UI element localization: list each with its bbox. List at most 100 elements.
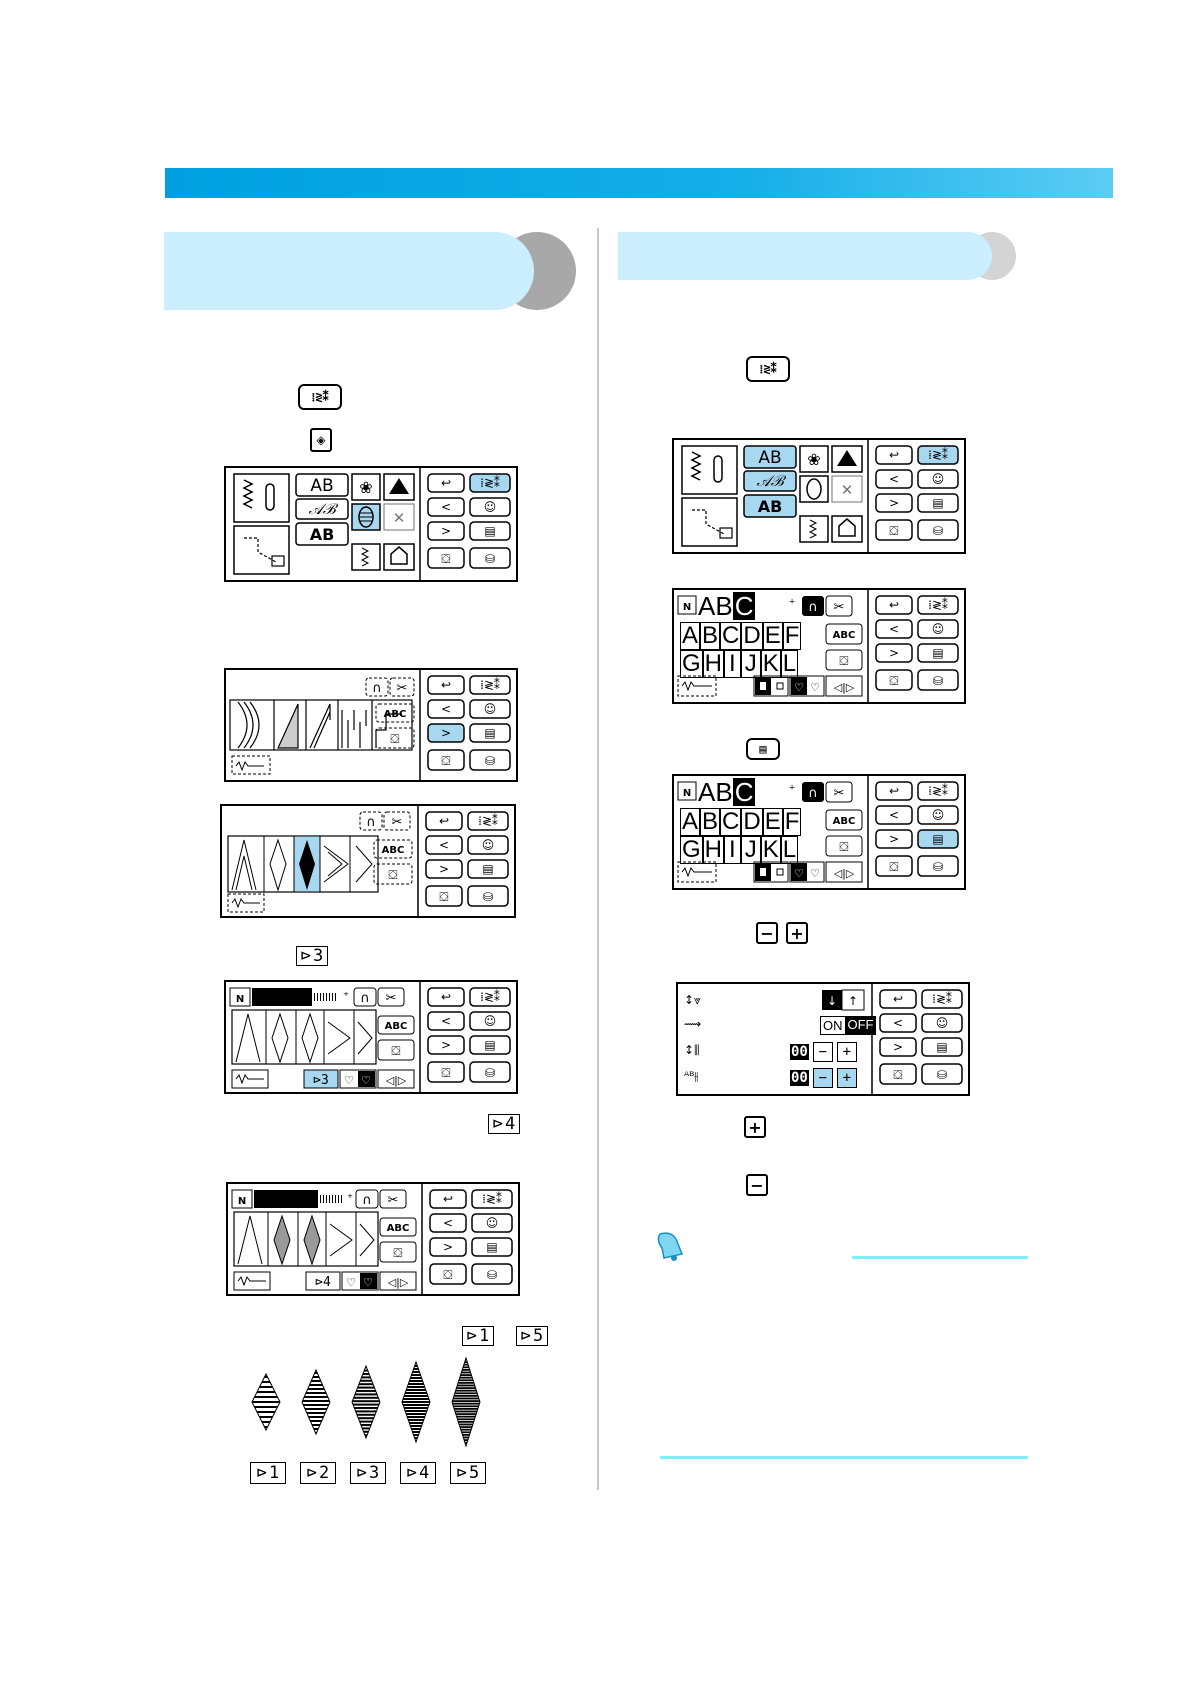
svg-text:↩: ↩ <box>889 448 899 462</box>
svg-text:♡: ♡ <box>810 867 820 880</box>
svg-text:AB: AB <box>310 525 335 544</box>
svg-text:☺: ☺ <box>936 1016 949 1030</box>
svg-text:⁺: ⁺ <box>347 1191 353 1205</box>
svg-text:✕: ✕ <box>841 481 854 499</box>
svg-text:∩: ∩ <box>808 786 818 801</box>
svg-text:⛋: ⛋ <box>441 1066 450 1080</box>
svg-text:↩: ↩ <box>439 814 449 828</box>
svg-text:⁞≷⁑: ⁞≷⁑ <box>480 677 500 692</box>
svg-text:⁞≷⁑: ⁞≷⁑ <box>482 1191 502 1206</box>
svg-text:♡: ♡ <box>363 1276 373 1289</box>
svg-text:<: < <box>441 1014 451 1028</box>
alpha2-r1-0: A <box>680 808 701 836</box>
svg-text:❀: ❀ <box>807 450 820 469</box>
density-seq-2: ⊳2 <box>300 1462 336 1484</box>
svg-text:✂: ✂ <box>388 1193 399 1208</box>
alpha-r1-5: F <box>782 622 802 650</box>
print-icon: ▤ <box>746 738 780 760</box>
svg-text:⛋: ⛋ <box>893 1068 902 1082</box>
svg-text:<: < <box>439 838 449 852</box>
minus-key-a: − <box>812 1042 833 1062</box>
alpha2-r1-2: C <box>720 808 742 836</box>
density-seq-1: ⊳1 <box>250 1462 286 1484</box>
svg-text:∩: ∩ <box>362 1193 372 1208</box>
lcd-settings: ↕⩔ ⟿ ↕⫼ ᴬᴮ⫲ ↓ ↑ ↩ ⁞≷⁑ < ☺ > ▤ ⛋ ⛁ ON OFF… <box>676 982 970 1096</box>
svg-text:↑: ↑ <box>848 994 858 1008</box>
svg-text:N: N <box>683 602 691 613</box>
svg-text:⁞≷⁑: ⁞≷⁑ <box>478 813 498 828</box>
svg-text:↩: ↩ <box>889 784 899 798</box>
svg-text:>: > <box>441 524 451 538</box>
pattern-selection-icon-right: ⁞≷⁑ <box>746 356 790 382</box>
lcd-satin-page1: ∩ ✂ ABC ⛋ ↩ ⁞≷⁑ < ☺ > ▤ ⛋ ⛁ <box>224 668 518 782</box>
svg-text:AB: AB <box>310 476 333 496</box>
alpha2-r2-0: G <box>680 836 703 864</box>
svg-text:>: > <box>889 496 899 510</box>
pattern-selection-icon: ⁞≷⁑ <box>298 384 342 410</box>
svg-text:⁞≷⁑: ⁞≷⁑ <box>928 597 948 612</box>
alpha-r1-2: C <box>720 622 742 650</box>
svg-text:N: N <box>236 994 244 1005</box>
svg-text:◁|▷: ◁|▷ <box>386 1074 407 1087</box>
svg-text:⛁: ⛁ <box>487 1268 497 1282</box>
alpha-top-b: B <box>715 591 733 621</box>
svg-text:⛁: ⛁ <box>485 1066 495 1080</box>
svg-text:✂: ✂ <box>392 815 403 830</box>
svg-text:<: < <box>441 500 451 514</box>
alpha-top-c: C <box>732 591 756 621</box>
svg-text:▤: ▤ <box>932 832 943 846</box>
alpha-r2-5: L <box>780 650 799 678</box>
density-3-icon: ⊳3 <box>296 946 328 966</box>
svg-text:✂: ✂ <box>834 600 845 615</box>
svg-text:☺: ☺ <box>932 472 945 486</box>
alpha-r2-3: J <box>740 650 761 678</box>
svg-text:⛋: ⛋ <box>439 890 448 904</box>
alpha-top-a: A <box>698 591 716 621</box>
minus-icon: − <box>756 922 778 944</box>
svg-text:𝒜ℬ: 𝒜ℬ <box>309 500 339 518</box>
svg-text:⛁: ⛁ <box>485 754 495 768</box>
svg-text:✕: ✕ <box>393 509 406 527</box>
svg-text:◁|▷: ◁|▷ <box>834 867 855 880</box>
svg-text:>: > <box>439 862 449 876</box>
svg-text:☺: ☺ <box>484 1014 497 1028</box>
svg-text:∩: ∩ <box>360 991 370 1006</box>
plus-icon-step: + <box>744 1116 766 1138</box>
lcd-category-alpha: AB 𝒜ℬ AB ❀ ✕ ↩ ⁞≷⁑ < ☺ > ▤ ⛋ ⛁ <box>672 438 966 554</box>
svg-text:☺: ☺ <box>932 622 945 636</box>
svg-text:⛋: ⛋ <box>889 860 898 874</box>
alpha2-r1-1: B <box>700 808 721 836</box>
value-a: 00 <box>790 1044 809 1060</box>
svg-text:>: > <box>443 1240 453 1254</box>
svg-text:⛋: ⛋ <box>441 754 450 768</box>
svg-text:⛁: ⛁ <box>933 674 943 688</box>
svg-text:♡: ♡ <box>794 867 804 880</box>
svg-text:ABC: ABC <box>833 630 856 641</box>
off-toggle: OFF <box>845 1016 876 1035</box>
svg-text:<: < <box>441 702 451 716</box>
svg-text:ABC: ABC <box>833 816 856 827</box>
svg-text:◁|▷: ◁|▷ <box>388 1276 409 1289</box>
svg-text:⁞≷⁑: ⁞≷⁑ <box>480 475 500 490</box>
svg-text:♡: ♡ <box>810 681 820 694</box>
svg-text:𝒜ℬ: 𝒜ℬ <box>757 472 787 490</box>
svg-text:☺: ☺ <box>484 500 497 514</box>
lcd-density-4: N ⁺ ∩ ✂ ABC ⛋ ⊳4 ♡ ♡ ◁|▷ ↩ ⁞≷⁑ <box>226 1182 520 1296</box>
svg-text:☺: ☺ <box>484 702 497 716</box>
plus-icon: + <box>786 922 808 944</box>
svg-text:∩: ∩ <box>372 681 382 696</box>
svg-text:⁞≷⁑: ⁞≷⁑ <box>928 447 948 462</box>
svg-text:⊳3: ⊳3 <box>313 1073 329 1088</box>
svg-text:↩: ↩ <box>441 678 451 692</box>
svg-text:⁞≷⁑: ⁞≷⁑ <box>932 991 952 1006</box>
svg-text:⊳4: ⊳4 <box>315 1275 331 1290</box>
svg-text:▤: ▤ <box>484 1038 495 1052</box>
density-diamonds <box>250 1356 500 1448</box>
svg-text:<: < <box>889 472 899 486</box>
svg-text:⛋: ⛋ <box>839 840 848 854</box>
svg-text:ABC: ABC <box>382 845 405 856</box>
value-b: 00 <box>790 1070 809 1086</box>
svg-text:▤: ▤ <box>932 496 943 510</box>
svg-text:☺: ☺ <box>486 1216 499 1230</box>
svg-text:>: > <box>441 1038 451 1052</box>
